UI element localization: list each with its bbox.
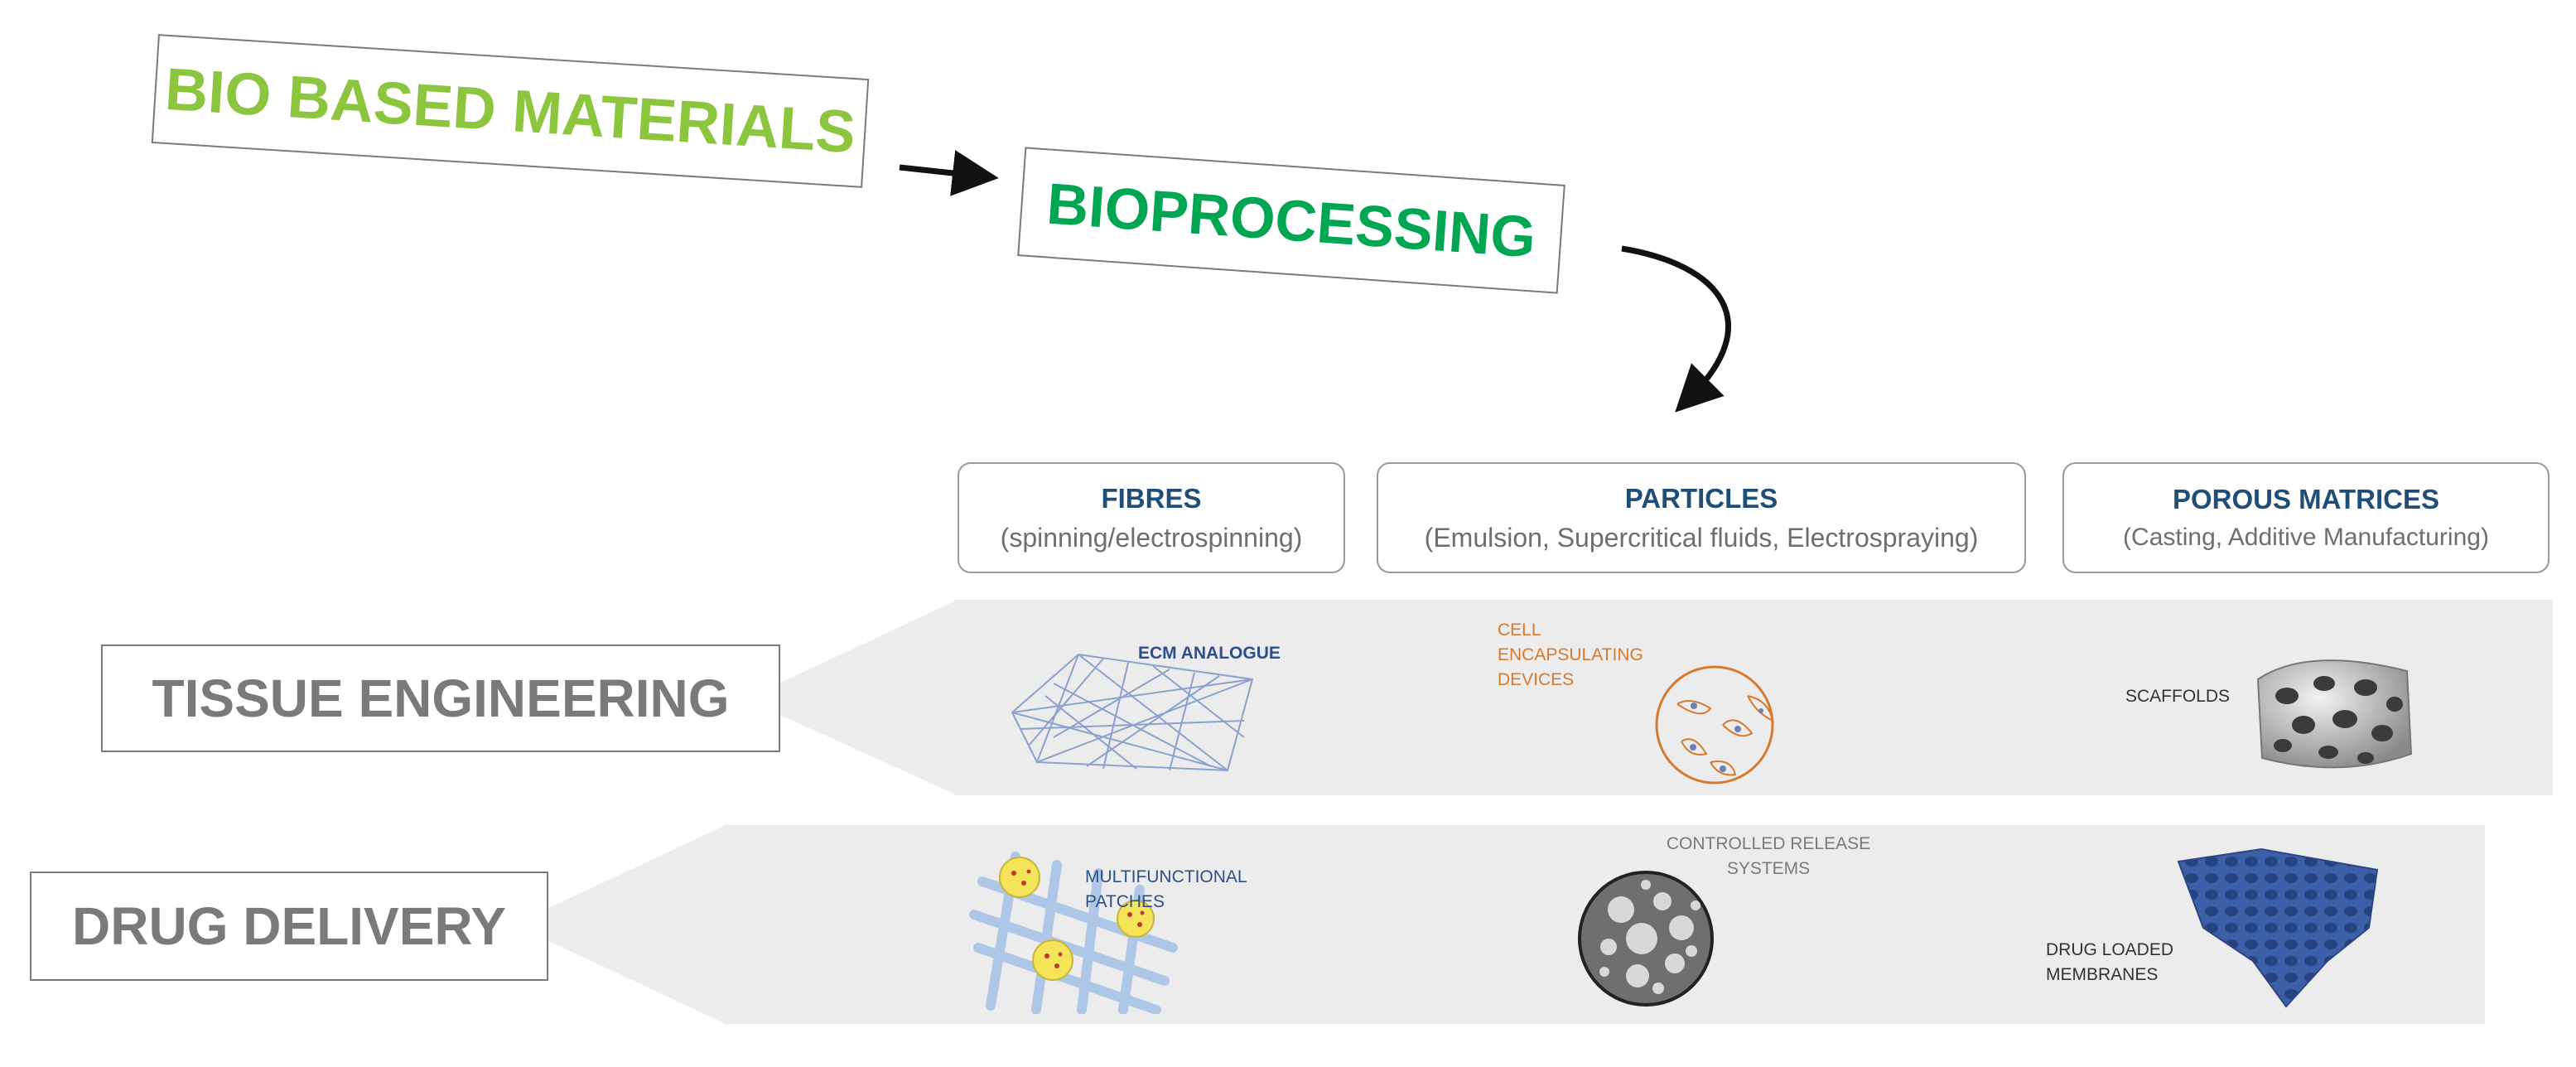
arrow-curved-down	[1621, 245, 1731, 413]
scaffold-image	[2256, 659, 2413, 769]
ecm-analogue-label: ECM ANALOGUE	[1138, 644, 1281, 663]
cell-encapsulating-image	[1655, 665, 1774, 785]
method-porous-desc: (Casting, Additive Manufacturing)	[2123, 524, 2489, 551]
drug-loaded-membranes-label: DRUG LOADED MEMBRANES	[2046, 940, 2174, 984]
flow-arrows	[899, 150, 1731, 413]
cell-encapsulating-label: CELL ENCAPSULATING DEVICES	[1498, 620, 1643, 689]
method-fibres-name: FIBRES	[1101, 482, 1202, 514]
method-particles-name: PARTICLES	[1624, 482, 1778, 514]
tissue-engineering-arrow-shape	[745, 600, 958, 795]
method-porous-name: POROUS MATRICES	[2172, 484, 2440, 514]
drug-delivery-arrow-shape	[514, 825, 726, 1024]
tissue-engineering-label: TISSUE ENGINEERING	[152, 669, 730, 728]
method-particles-desc: (Emulsion, Supercritical fluids, Electro…	[1424, 522, 1979, 553]
method-fibres: FIBRES (spinning/electrospinning)	[958, 462, 1345, 573]
method-fibres-desc: (spinning/electrospinning)	[1000, 522, 1303, 553]
controlled-release-image	[1578, 871, 1714, 1007]
ecm-analogue-mesh-image	[1011, 653, 1254, 772]
multifunctional-patches-image	[969, 852, 1178, 1014]
method-particles: PARTICLES (Emulsion, Supercritical fluid…	[1377, 462, 2026, 573]
arrow-right	[899, 150, 999, 196]
controlled-release-label: CONTROLLED RELEASE SYSTEMS	[1666, 834, 1871, 878]
tissue-engineering-box: TISSUE ENGINEERING	[101, 645, 780, 752]
scaffolds-label: SCAFFOLDS	[2125, 687, 2231, 706]
method-porous-matrices: POROUS MATRICES (Casting, Additive Manuf…	[2062, 462, 2549, 573]
drug-delivery-label: DRUG DELIVERY	[72, 896, 506, 956]
drug-loaded-membrane-image	[2177, 847, 2379, 1008]
multifunctional-patches-label: MULTIFUNCTIONAL PATCHES	[1085, 867, 1247, 911]
drug-delivery-box: DRUG DELIVERY	[30, 871, 548, 981]
